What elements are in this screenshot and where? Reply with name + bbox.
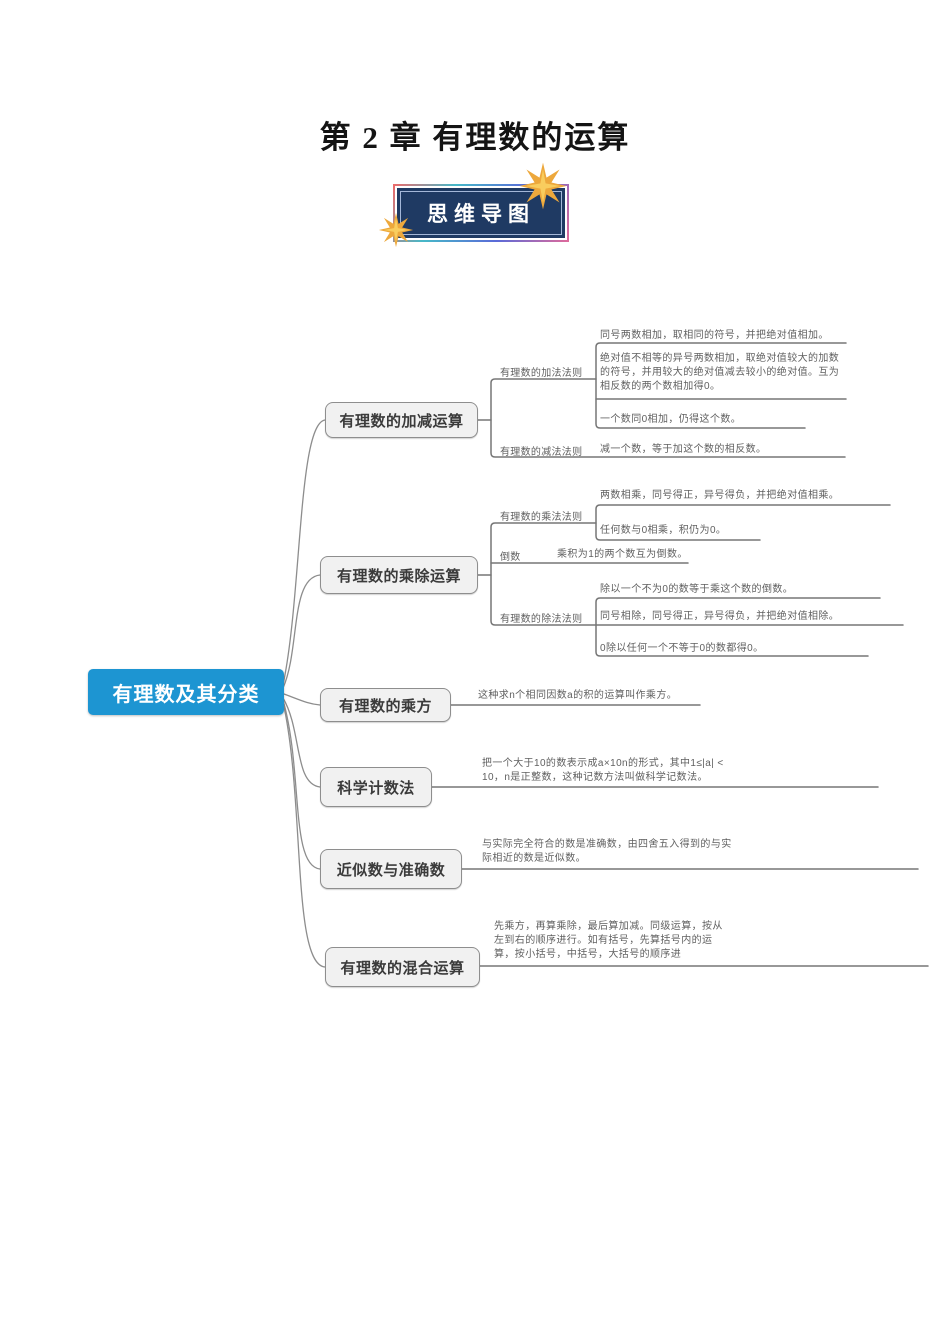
leaf-power-definition: 这种求n个相同因数a的积的运算叫作乘方。 (478, 690, 678, 701)
leaf-approximate-definition: 与实际完全符合的数是准确数，由四舍五入得到的与实际相近的数是近似数。 (482, 839, 732, 864)
connector-b1-bracket (490, 378, 846, 458)
page-title: 第 2 章 有理数的运算 (319, 120, 631, 155)
leaf-mixed-operations-rule: 先乘方，再算乘除，最后算加减。同级运算，按从左到右的顺序进行。如有括号，先算括号… (494, 921, 723, 960)
sublabel-reciprocal: 倒数 (500, 552, 521, 563)
star-icon-large (519, 162, 567, 210)
branch-node-approximate: 近似数与准确数 (320, 849, 462, 889)
connector-add-bracket (595, 342, 847, 429)
leaf-multiplication-rule-1: 两数相乘，同号得正，异号得负，并把绝对值相乘。 (600, 490, 840, 501)
connector-root-b5 (282, 699, 321, 870)
leaf-addition-rule-1: 同号两数相加，取相同的符号，并把绝对值相加。 (600, 330, 829, 341)
leaf-addition-rule-2: 绝对值不相等的异号两数相加，取绝对值较大的加数的符号，并用较大的绝对值减去较小的… (600, 353, 840, 392)
leaf-addition-rule-3: 一个数同0相加，仍得这个数。 (600, 414, 742, 425)
sublabel-addition-rule: 有理数的加法法则 (500, 368, 583, 379)
connector-div-bracket (595, 597, 881, 657)
connector-root-b4 (282, 697, 321, 788)
star-icon-small (378, 212, 414, 248)
leaf-multiplication-rule-2: 任何数与0相乘，积仍为0。 (600, 525, 727, 536)
connector-root-b1 (282, 419, 326, 686)
branch-node-scientific-notation: 科学计数法 (320, 767, 432, 807)
leaf-division-rule-3: 0除以任何一个不等于0的数都得0。 (600, 643, 764, 654)
leaf-division-rule-1: 除以一个不为0的数等于乘这个数的倒数。 (600, 584, 794, 595)
leaf-subtraction-rule-1: 减一个数，等于加这个数的相反数。 (600, 444, 767, 455)
mindmap-badge: 思维导图 (393, 184, 569, 242)
sublabel-division-rule: 有理数的除法法则 (500, 614, 583, 625)
root-node: 有理数及其分类 (88, 669, 284, 715)
connector-b2-bracket (490, 522, 597, 626)
connector-root-b2 (282, 574, 321, 689)
branch-node-mul-div: 有理数的乘除运算 (320, 556, 478, 594)
connector-mul-bracket (595, 504, 891, 541)
connector-root-b6 (282, 701, 326, 968)
badge-label: 思维导图 (397, 188, 565, 238)
leaf-division-rule-2: 同号相除，同号得正，异号得负，并把绝对值相除。 (600, 611, 840, 622)
sublabel-subtraction-rule: 有理数的减法法则 (500, 447, 583, 458)
leaf-reciprocal-1: 乘积为1的两个数互为倒数。 (557, 549, 688, 560)
connector-root-b3 (283, 693, 321, 706)
branch-node-mixed-operations: 有理数的混合运算 (325, 947, 480, 987)
sublabel-multiplication-rule: 有理数的乘法法则 (500, 512, 583, 523)
branch-node-add-sub: 有理数的加减运算 (325, 402, 478, 438)
badge-white-gap: 思维导图 (395, 186, 567, 240)
branch-node-power: 有理数的乘方 (320, 688, 451, 722)
leaf-scientific-notation: 把一个大于10的数表示成a×10n的形式，其中1≤|a| < 10，n是正整数，… (482, 758, 724, 783)
